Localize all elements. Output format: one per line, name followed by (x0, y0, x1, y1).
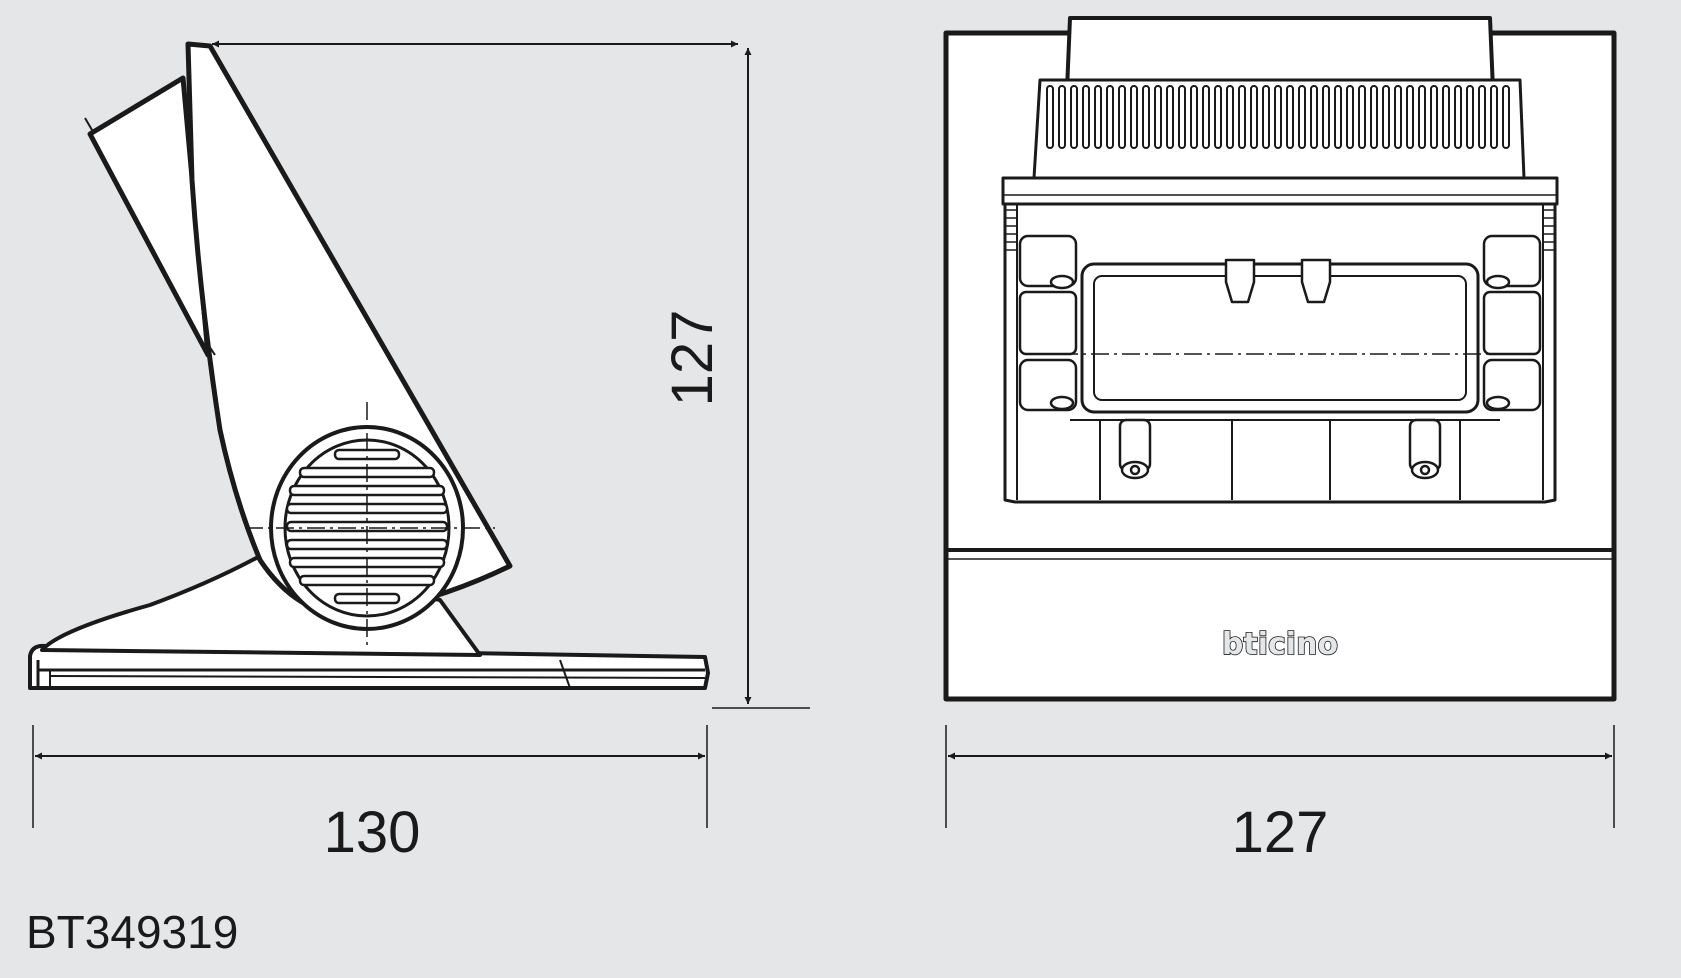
heat-sink-fin (1130, 85, 1138, 149)
heat-sink-fin (1238, 85, 1246, 149)
heat-sink-fins (1032, 78, 1526, 180)
heat-sink-fin (1478, 85, 1486, 149)
heat-sink-fin (1418, 85, 1426, 149)
heat-sink-fin (1070, 85, 1078, 149)
side-width-label: 130 (324, 800, 421, 865)
heat-sink-fin (1274, 85, 1282, 149)
front-mount-frame (1003, 202, 1557, 504)
heat-sink-fin (1082, 85, 1090, 149)
heat-sink-fin (1394, 85, 1402, 149)
heat-sink-fin (1370, 85, 1378, 149)
front-dimensions (945, 725, 1615, 828)
side-view (28, 41, 710, 690)
heat-sink-fin (1454, 85, 1462, 149)
heat-sink-fin (1298, 85, 1306, 149)
heat-sink-fin (1058, 85, 1066, 149)
heat-sink-fin (1142, 85, 1150, 149)
front-view (943, 16, 1617, 702)
heat-sink-fin (1502, 85, 1510, 149)
heat-sink-fin (1166, 85, 1174, 149)
heat-sink-fin (1214, 85, 1222, 149)
brand-logo: bticino (1222, 627, 1338, 662)
heat-sink-fin (1190, 85, 1198, 149)
heat-sink-fin (1430, 85, 1438, 149)
heat-sink-fin (1178, 85, 1186, 149)
heat-sink-fin (1106, 85, 1114, 149)
heat-sink-fin (1406, 85, 1414, 149)
heat-sink-fin (1154, 85, 1162, 149)
display-window (1060, 258, 1500, 414)
heat-sink-fin (1202, 85, 1210, 149)
product-code: BT349319 (26, 906, 238, 958)
heat-sink-fin (1250, 85, 1258, 149)
heat-sink-fin (1310, 85, 1318, 149)
height-label: 127 (660, 310, 725, 407)
heat-sink-fin (1046, 85, 1054, 149)
side-ticks (1005, 209, 1555, 251)
heat-sink-fin (1094, 85, 1102, 149)
heat-sink-fin (1442, 85, 1450, 149)
side-dimensions (32, 40, 810, 828)
speaker-grille (245, 402, 495, 650)
heat-sink-fin (1490, 85, 1498, 149)
hinge-right (1482, 234, 1542, 412)
front-crossbar (1001, 176, 1559, 206)
heat-sink-fin (1226, 85, 1234, 149)
side-base-plate (28, 643, 710, 690)
heat-sink-fin (1382, 85, 1390, 149)
heat-sink-fin (1334, 85, 1342, 149)
hinge-left (1018, 234, 1078, 412)
heat-sink-fin (1346, 85, 1354, 149)
heat-sink-fin (1118, 85, 1126, 149)
screw-post-right (1408, 418, 1442, 480)
screw-post-left (1118, 418, 1152, 480)
heat-sink-fin (1286, 85, 1294, 149)
heat-sink-fin (1262, 85, 1270, 149)
front-width-label: 127 (1232, 800, 1329, 865)
heat-sink-fin (1358, 85, 1366, 149)
heat-sink-fin (1466, 85, 1474, 149)
heat-sink-fin (1322, 85, 1330, 149)
